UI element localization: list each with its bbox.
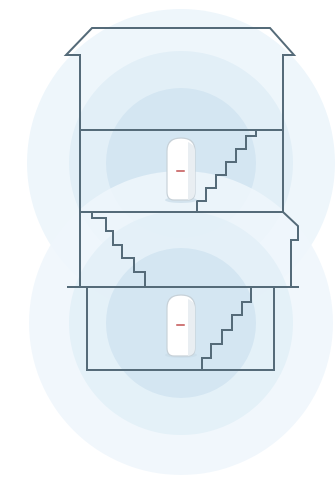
top-roof — [63, 27, 297, 131]
upper-router-side-shade — [188, 142, 195, 200]
upper-router-icon — [165, 137, 197, 203]
lower-router-icon — [165, 294, 197, 358]
house-outline — [63, 27, 299, 371]
lower-staircase — [201, 286, 252, 371]
middle-level-walls — [79, 129, 284, 288]
lower-router-logo — [176, 324, 185, 326]
side-roof — [269, 211, 299, 288]
lower-level-walls — [86, 286, 275, 371]
upper-router-logo — [176, 170, 185, 172]
upper-staircase — [196, 129, 257, 213]
lower-router-side-shade — [188, 299, 195, 356]
middle-staircase — [91, 211, 146, 287]
